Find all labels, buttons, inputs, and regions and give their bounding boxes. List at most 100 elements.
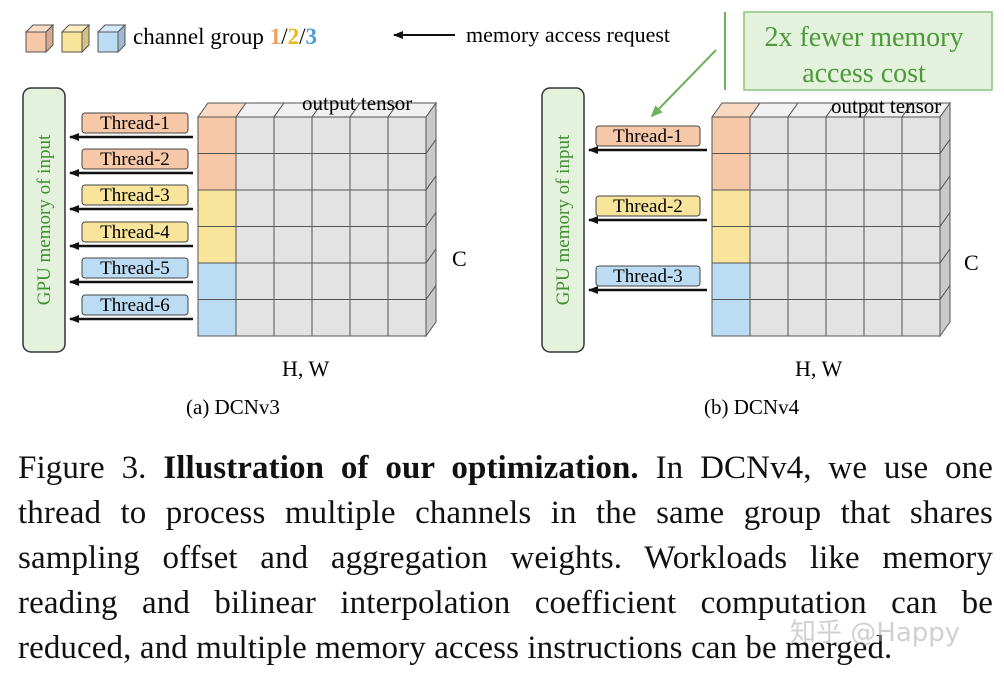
tensor-cell bbox=[787, 262, 827, 300]
output-tensor-label: output tensor bbox=[302, 91, 412, 115]
tensor-cell bbox=[387, 299, 427, 337]
caption-title: Illustration of our optimization. bbox=[163, 450, 639, 486]
tensor-cell bbox=[273, 116, 313, 154]
tensor-cell bbox=[387, 189, 427, 227]
thread-label: Thread-3 bbox=[100, 185, 170, 206]
tensor-channel-cell bbox=[711, 189, 751, 227]
watermark: 知乎 @Happy bbox=[790, 618, 961, 648]
output-tensor-grid bbox=[711, 101, 951, 338]
tensor-cell bbox=[273, 153, 313, 191]
tensor-cell bbox=[235, 299, 275, 337]
thread-label-box bbox=[81, 221, 189, 243]
tensor-cell bbox=[273, 189, 313, 227]
thread-label: Thread-4 bbox=[100, 222, 170, 243]
tensor-cell bbox=[901, 116, 941, 154]
tensor-cell bbox=[863, 189, 903, 227]
tensor-cell bbox=[787, 116, 827, 154]
tensor-cell bbox=[787, 299, 827, 337]
panel-dcnv4: GPU memory of input Thread-1Thread-2Thre… bbox=[541, 87, 979, 419]
tensor-cell bbox=[311, 262, 351, 300]
tensor-cell bbox=[749, 299, 789, 337]
tensor-cell bbox=[235, 262, 275, 300]
thread-label-box bbox=[81, 257, 189, 279]
memory-request-label: memory access request bbox=[466, 22, 670, 47]
callout-box bbox=[743, 11, 993, 91]
tensor-cell bbox=[349, 299, 389, 337]
tensor-cell bbox=[901, 226, 941, 264]
thread-label-box bbox=[595, 265, 701, 287]
thread-item: Thread-3 bbox=[69, 184, 193, 213]
tensor-cell bbox=[863, 262, 903, 300]
thread-label-box bbox=[81, 184, 189, 206]
legend-group-1: 1 bbox=[270, 24, 282, 49]
thread-list: Thread-1Thread-2Thread-3Thread-4Thread-5… bbox=[69, 112, 193, 323]
c-axis-label: C bbox=[964, 250, 979, 275]
hw-axis-label: H, W bbox=[795, 356, 842, 381]
legend-group-3: 3 bbox=[305, 24, 317, 49]
tensor-cell bbox=[825, 226, 865, 264]
tensor-cell bbox=[387, 226, 427, 264]
tensor-channel-cell bbox=[711, 153, 751, 191]
thread-item: Thread-1 bbox=[588, 125, 707, 154]
tensor-channel-cell bbox=[711, 226, 751, 264]
thread-item: Thread-4 bbox=[69, 221, 193, 250]
tensor-cell bbox=[349, 226, 389, 264]
thread-item: Thread-6 bbox=[69, 294, 193, 323]
tensor-cell bbox=[311, 116, 351, 154]
subcaption-a: (a) DCNv3 bbox=[186, 395, 280, 419]
tensor-channel-cell bbox=[711, 299, 751, 337]
legend-label: channel group bbox=[133, 24, 270, 49]
output-tensor-label: output tensor bbox=[831, 94, 941, 118]
tensor-cell bbox=[349, 262, 389, 300]
tensor-cell bbox=[863, 153, 903, 191]
output-tensor-grid bbox=[197, 101, 437, 338]
tensor-cell bbox=[749, 226, 789, 264]
tensor-cell bbox=[387, 116, 427, 154]
tensor-cell bbox=[349, 153, 389, 191]
figure-diagram: channel group 1/2/3 memory access reques… bbox=[22, 11, 993, 419]
tensor-cell bbox=[901, 189, 941, 227]
tensor-cell bbox=[901, 153, 941, 191]
thread-item: Thread-5 bbox=[69, 257, 193, 286]
gpu-memory-label: GPU memory of input bbox=[553, 134, 574, 305]
tensor-cell bbox=[311, 189, 351, 227]
tensor-cell bbox=[825, 262, 865, 300]
thread-label: Thread-3 bbox=[613, 266, 683, 287]
tensor-cell bbox=[235, 153, 275, 191]
tensor-channel-cell bbox=[711, 116, 751, 154]
legend: channel group 1/2/3 bbox=[24, 23, 317, 54]
tensor-cell bbox=[825, 189, 865, 227]
tensor-channel-cell bbox=[197, 262, 237, 300]
caption-prefix: Figure 3. bbox=[18, 450, 164, 486]
tensor-cell bbox=[387, 262, 427, 300]
legend-sep-2: / bbox=[299, 24, 306, 49]
thread-item: Thread-1 bbox=[69, 112, 193, 141]
callout: 2x fewer memory access cost bbox=[650, 11, 993, 118]
tensor-cell bbox=[901, 262, 941, 300]
thread-label-box bbox=[81, 112, 189, 134]
tensor-cell bbox=[349, 189, 389, 227]
gpu-memory-box bbox=[22, 87, 66, 353]
tensor-cell bbox=[349, 116, 389, 154]
thread-label: Thread-6 bbox=[100, 295, 170, 316]
tensor-cell bbox=[863, 299, 903, 337]
tensor-cell bbox=[273, 299, 313, 337]
thread-item: Thread-2 bbox=[69, 148, 193, 177]
thread-item: Thread-3 bbox=[588, 265, 707, 294]
tensor-channel-cell bbox=[197, 189, 237, 227]
callout-arrow bbox=[650, 49, 717, 118]
tensor-cell bbox=[749, 189, 789, 227]
tensor-cell bbox=[825, 153, 865, 191]
svg-text:channel group 1/2/3: channel group 1/2/3 bbox=[133, 24, 317, 49]
gpu-memory-label: GPU memory of input bbox=[34, 134, 55, 305]
thread-label: Thread-5 bbox=[100, 258, 170, 279]
tensor-cell bbox=[235, 116, 275, 154]
figure-caption: Figure 3. Illustration of our optimizati… bbox=[18, 446, 993, 671]
tensor-cell bbox=[787, 153, 827, 191]
tensor-channel-cell bbox=[197, 299, 237, 337]
tensor-cell bbox=[863, 116, 903, 154]
tensor-cell bbox=[787, 189, 827, 227]
tensor-cell bbox=[387, 153, 427, 191]
tensor-cell bbox=[273, 226, 313, 264]
